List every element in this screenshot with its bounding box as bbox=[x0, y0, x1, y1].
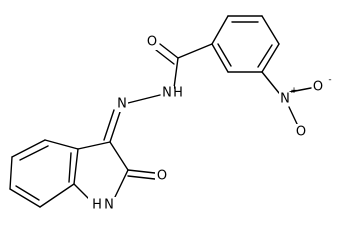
bond-nitro-o1 bbox=[289, 87, 312, 93]
bond-ring-nitro bbox=[261, 71, 280, 94]
nitro-positive-charge: + bbox=[290, 86, 298, 96]
bond-ring-carbonyl bbox=[177, 43, 213, 59]
bond-five-a bbox=[109, 141, 129, 171]
lactam-oxygen-label: O bbox=[157, 169, 167, 184]
nitro-oxygen-1-label: O bbox=[313, 80, 323, 95]
molecule-diagram: O N H N N + O - O O N H bbox=[9, 15, 332, 213]
indole-hydrogen-label: H bbox=[92, 198, 102, 213]
amide-nitrogen-label: N bbox=[162, 86, 172, 101]
bond-ring-inner-2 bbox=[257, 44, 273, 68]
bond-carbonyl-o-b bbox=[155, 49, 175, 65]
atom-label-layer: O N H N N + O - O O N H bbox=[88, 34, 332, 213]
nitro-oxygen-2-label: O bbox=[296, 125, 306, 140]
bond-ring-inner-3 bbox=[217, 43, 232, 67]
bond-nitro-o2 bbox=[288, 106, 299, 127]
bond-benz-inner-2 bbox=[15, 185, 40, 201]
bond-benz-d bbox=[9, 188, 41, 208]
bond-n-n bbox=[127, 94, 161, 104]
mask-amide-n bbox=[161, 86, 174, 100]
indole-nitrogen-label: N bbox=[104, 198, 114, 213]
bond-benz-e bbox=[39, 183, 75, 208]
bond-ring-b6 bbox=[211, 43, 229, 73]
bond-lactam-o-b bbox=[127, 175, 156, 180]
mask-imine-n bbox=[116, 98, 128, 112]
bond-benz-b bbox=[11, 139, 46, 158]
nitro-negative-charge: - bbox=[328, 75, 331, 85]
bond-imine-b bbox=[103, 109, 115, 141]
bond-carbonyl-o-a bbox=[159, 43, 179, 59]
bond-five-d bbox=[73, 148, 79, 185]
carbonyl-oxygen-label: O bbox=[147, 35, 157, 50]
bond-ring-b1 bbox=[211, 15, 229, 45]
mask-nitro-o1 bbox=[312, 80, 326, 96]
mask-nitro-n bbox=[279, 92, 291, 106]
amide-hydrogen-label: H bbox=[173, 86, 183, 101]
bond-five-e bbox=[77, 141, 111, 150]
mask-nitro-o2 bbox=[294, 124, 308, 140]
mask-carbonyl-o bbox=[145, 34, 159, 50]
bond-benz-c bbox=[9, 156, 13, 190]
bond-benz-a bbox=[44, 139, 79, 150]
bond-benz-inner-1 bbox=[19, 145, 49, 161]
bond-five-b bbox=[114, 169, 129, 198]
bond-carbonyl-n bbox=[173, 57, 179, 89]
bond-ring-b4 bbox=[261, 43, 280, 73]
bond-lactam-o-a bbox=[127, 169, 156, 174]
bond-ring-b3 bbox=[261, 15, 280, 45]
imine-nitrogen-label: N bbox=[117, 97, 127, 112]
bond-benz-inner-3 bbox=[68, 152, 72, 183]
structure-canvas: O N H N N + O - O O N H bbox=[9, 15, 332, 213]
mask-indole-nh bbox=[88, 197, 116, 213]
bond-imine-a bbox=[109, 111, 121, 143]
nitro-nitrogen-label: N bbox=[280, 92, 290, 107]
bond-layer bbox=[9, 15, 312, 208]
mask-lactam-o bbox=[155, 168, 169, 184]
